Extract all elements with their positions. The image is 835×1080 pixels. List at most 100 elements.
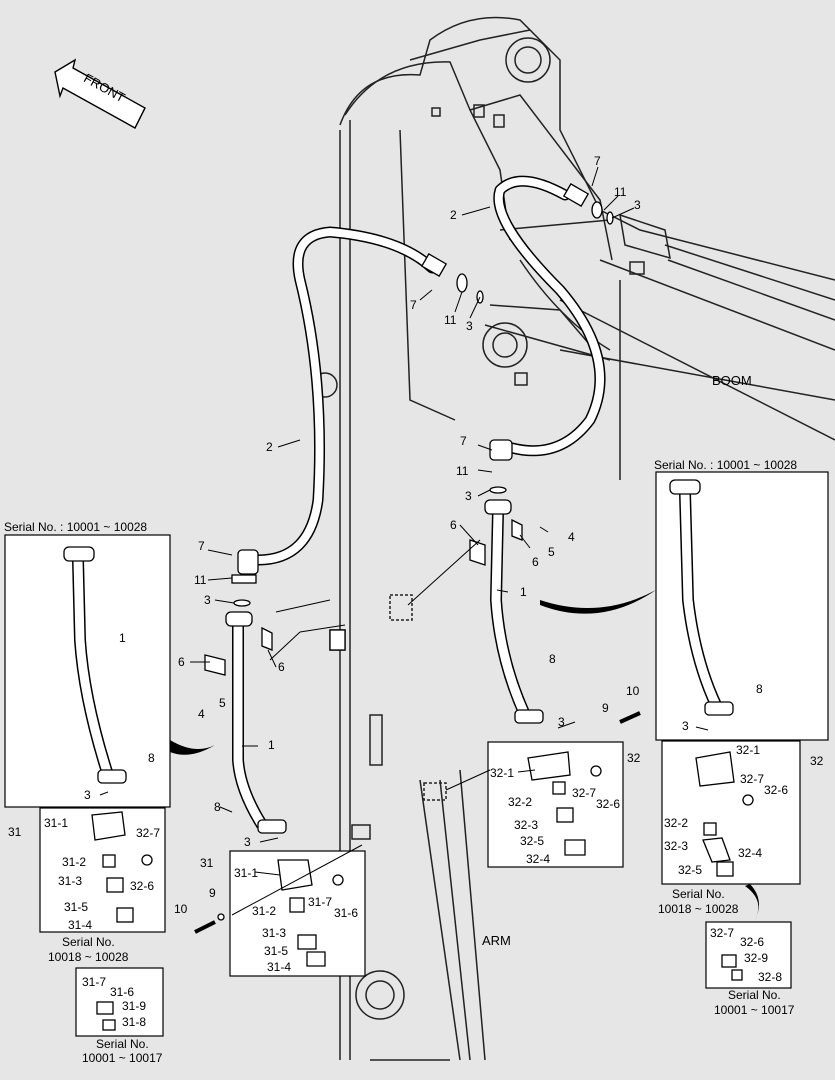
callout: 6	[278, 660, 285, 674]
callout: 4	[568, 530, 575, 544]
callout: 8	[549, 652, 556, 666]
callout: 31-6	[110, 985, 134, 999]
right-inset-bot	[705, 921, 792, 989]
callout: 32-6	[130, 879, 154, 893]
callout: 31	[200, 856, 214, 870]
callout: 8	[756, 682, 763, 696]
serial-left-bot-1: Serial No.	[96, 1037, 149, 1051]
left-inset-mid	[39, 807, 166, 933]
callout: 31-1	[44, 816, 68, 830]
callout: 3	[465, 489, 472, 503]
callout: 7	[460, 434, 467, 448]
callout: 1	[520, 585, 527, 599]
callout: 3	[634, 198, 641, 212]
callout: 5	[219, 696, 226, 710]
serial-left-top: Serial No. : 10001 ~ 10028	[4, 520, 147, 534]
callout: 31-9	[122, 999, 146, 1013]
callout: 1	[119, 631, 126, 645]
callout: 32-7	[136, 826, 160, 840]
callout: 6	[532, 555, 539, 569]
callout: 11	[456, 464, 469, 478]
callout: 32-9	[744, 951, 768, 965]
serial-right-mid-1: Serial No.	[672, 887, 725, 901]
boom-label: BOOM	[712, 373, 752, 388]
callout: 31	[8, 825, 22, 839]
left-pipe-1	[204, 549, 346, 834]
callout: 7	[198, 539, 205, 553]
callout: 32	[627, 751, 641, 765]
text-labels: BOOM ARM Serial No. : 10001 ~ 10028 Seri…	[4, 154, 824, 1065]
callout: 32-6	[596, 797, 620, 811]
top-hose-fittings	[420, 183, 614, 304]
callout: 31-4	[68, 918, 92, 932]
callout: 32	[810, 754, 824, 768]
right-inset-top	[540, 471, 829, 741]
callout: 10	[174, 902, 188, 916]
callout: 9	[209, 886, 216, 900]
callout: 6	[450, 518, 457, 532]
callout: 32-6	[764, 783, 788, 797]
callout: 11	[194, 573, 207, 587]
callout: 32-4	[738, 846, 762, 860]
callout: 3	[204, 593, 211, 607]
callout: 32-1	[490, 766, 514, 780]
hose-2-upper	[493, 175, 606, 457]
serial-left-bot-2: 10001 ~ 10017	[82, 1051, 163, 1065]
left-inset-bot	[75, 967, 164, 1037]
callout: 10	[626, 684, 640, 698]
left-inset-top	[4, 534, 215, 808]
callout: 1	[268, 738, 275, 752]
callout: 3	[558, 715, 565, 729]
callout: 31-5	[264, 944, 288, 958]
callout: 31-5	[64, 900, 88, 914]
callout: 31-2	[62, 855, 86, 869]
callout: 31-1	[234, 866, 258, 880]
serial-right-top: Serial No. : 10001 ~ 10028	[654, 458, 797, 472]
callout: 11	[614, 185, 627, 199]
callout: 11	[444, 313, 457, 327]
boom-structure	[312, 16, 835, 1061]
callout: 3	[244, 835, 251, 849]
callout: 7	[410, 298, 417, 312]
callout: 31-3	[262, 926, 286, 940]
leader-lines	[99, 166, 709, 916]
left-fitting-31	[194, 850, 366, 977]
callout: 32-5	[520, 834, 544, 848]
callout: 2	[450, 208, 457, 222]
callout: 32-7	[740, 772, 764, 786]
serial-right-bot-2: 10001 ~ 10017	[714, 1003, 795, 1017]
callout: 32-8	[758, 970, 782, 984]
right-fitting-32	[487, 711, 641, 868]
hose-2-long	[252, 226, 438, 566]
callout: 32-6	[740, 935, 764, 949]
callout: 32-7	[710, 926, 734, 940]
right-pipe-1	[469, 439, 544, 724]
serial-right-mid-2: 10018 ~ 10028	[658, 902, 739, 916]
callout: 8	[214, 800, 221, 814]
arm-label: ARM	[482, 933, 511, 948]
callout: 32-3	[514, 818, 538, 832]
callout: 31-7	[82, 975, 106, 989]
callout: 32-2	[664, 816, 688, 830]
callout: 6	[178, 655, 185, 669]
callout: 3	[466, 319, 473, 333]
serial-left-mid-2: 10018 ~ 10028	[48, 950, 129, 964]
callout: 4	[198, 707, 205, 721]
callout: 32-7	[572, 786, 596, 800]
callout: 7	[594, 154, 601, 168]
callout: 32-4	[526, 852, 550, 866]
callout: 32-5	[678, 863, 702, 877]
serial-right-bot-1: Serial No.	[728, 988, 781, 1002]
callout: 31-8	[122, 1015, 146, 1029]
right-inset-mid	[661, 740, 801, 920]
callout: 31-4	[267, 960, 291, 974]
callout: 3	[682, 719, 689, 733]
callout: 8	[148, 751, 155, 765]
callout: 31-6	[334, 906, 358, 920]
callout: 32-2	[508, 795, 532, 809]
callout: 3	[84, 788, 91, 802]
callout: 9	[602, 701, 609, 715]
callout: 31-3	[58, 874, 82, 888]
front-arrow: FRONT	[54, 58, 146, 129]
